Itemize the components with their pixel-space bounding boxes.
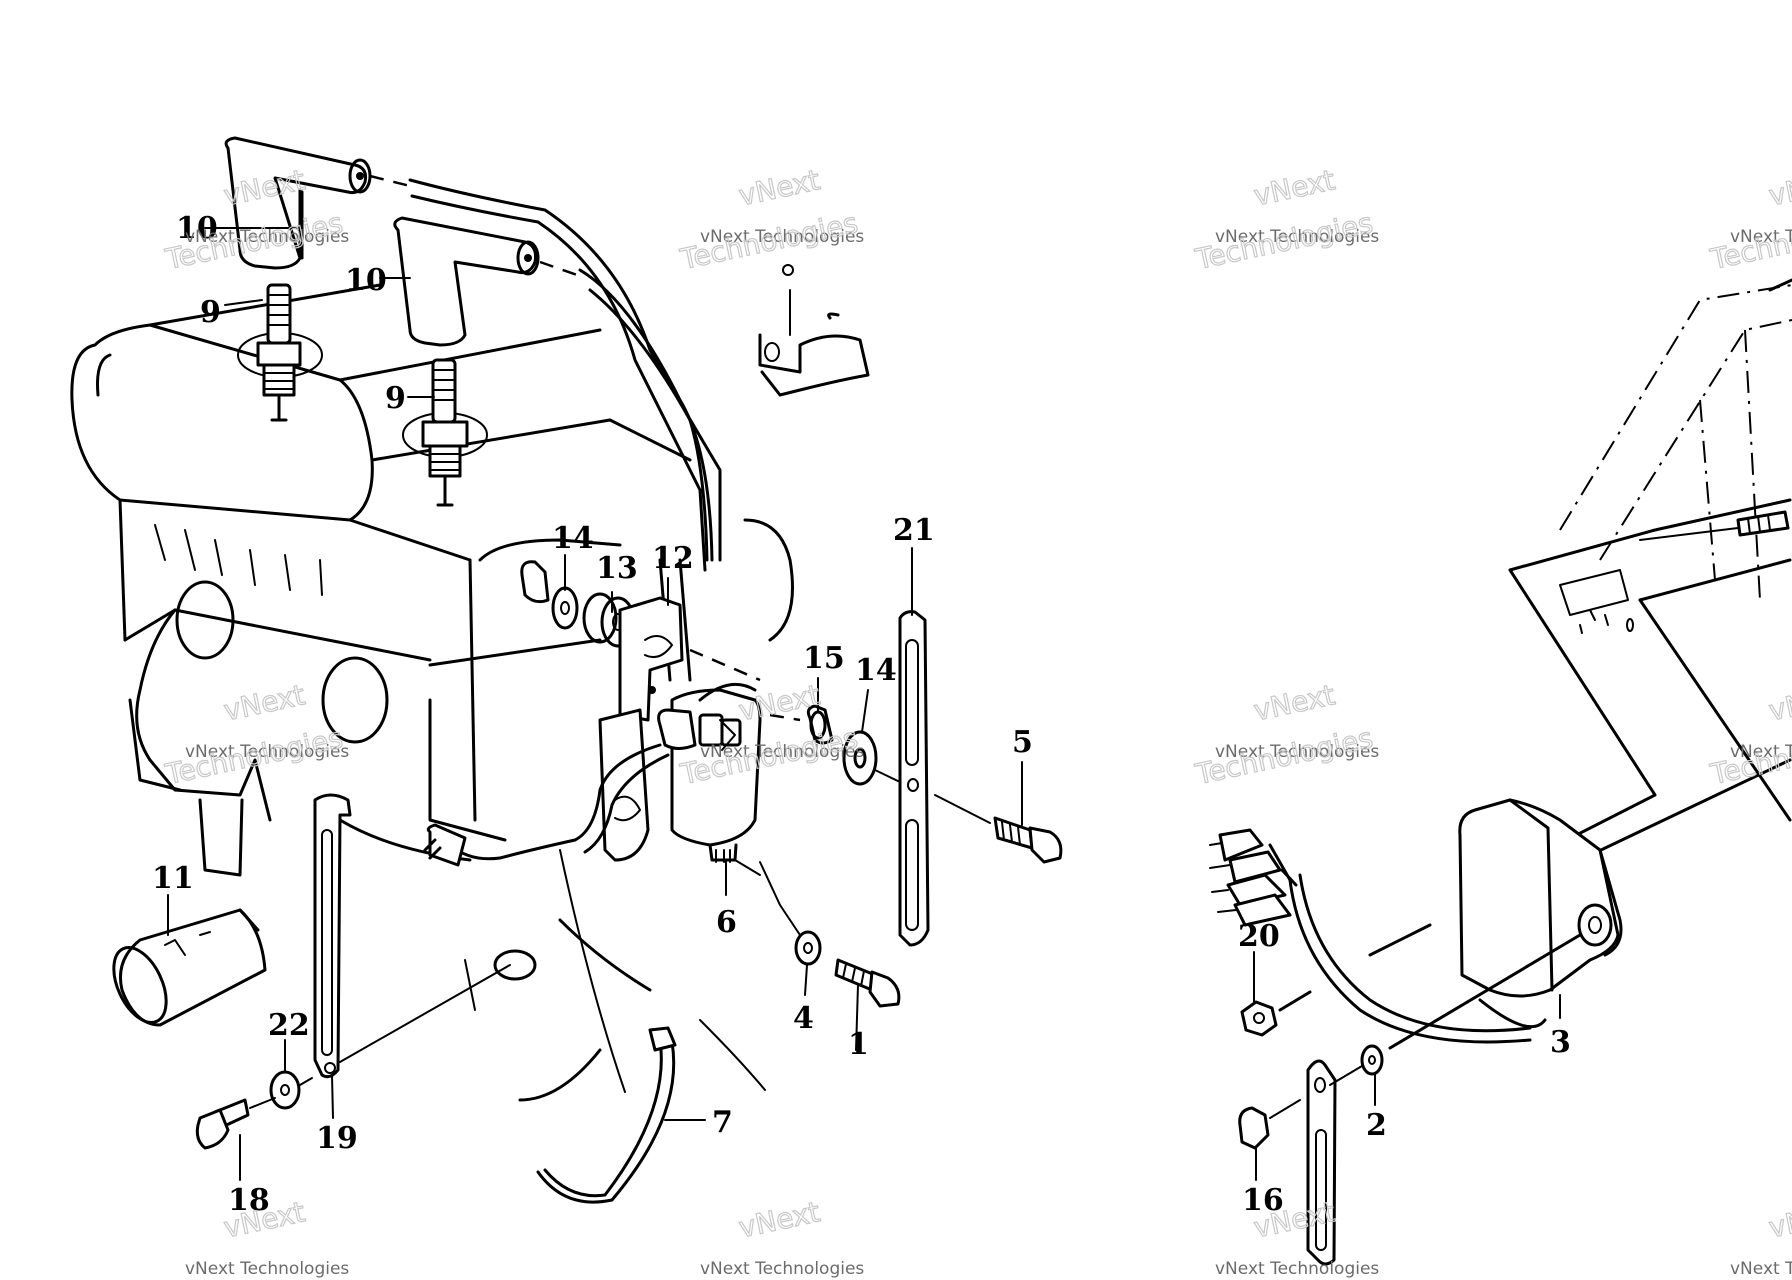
watermark-text: vNext Technologies <box>700 1259 864 1279</box>
ground-strap-16 <box>1306 1059 1337 1266</box>
watermark-text: vNext Technologies <box>185 1259 349 1279</box>
callout-9: 9 <box>385 381 406 416</box>
callout-13: 13 <box>596 551 638 586</box>
callout-16: 16 <box>1242 1183 1284 1218</box>
spark-plug-right <box>402 358 488 507</box>
watermark-text: vNext <box>1251 678 1338 727</box>
watermark-text: vNext <box>1766 678 1792 727</box>
grommet-14b <box>842 730 878 786</box>
wire-clip-upper <box>758 264 870 397</box>
coil-lead-connector <box>423 743 670 867</box>
callout-6: 6 <box>716 905 737 940</box>
callout-14: 14 <box>552 521 594 556</box>
spark-plug-left <box>237 283 323 422</box>
watermark-text: Technologies <box>1707 206 1792 276</box>
nut-20 <box>1240 1000 1278 1037</box>
watermark-text: vNext Technologies <box>1730 227 1792 247</box>
callout-12: 12 <box>652 541 694 576</box>
watermark-text: Technologies <box>162 721 346 791</box>
washer-4 <box>794 930 822 966</box>
watermark-text: vNext Technologies <box>1730 742 1792 762</box>
crankcase <box>128 580 766 1102</box>
part-callout-numbers: 10 10 9 9 14 13 12 21 15 14 5 6 4 1 7 11… <box>152 211 1571 1218</box>
callout-20: 20 <box>1238 919 1280 954</box>
bolt-1 <box>834 958 901 1008</box>
cylinder-head <box>70 283 794 822</box>
watermark-text: Technologies <box>1707 721 1792 791</box>
callout-4: 4 <box>793 1001 814 1036</box>
bolt-18 <box>195 1098 250 1150</box>
callout-3: 3 <box>1550 1025 1571 1060</box>
assembly-guide-lines-left <box>249 289 991 1109</box>
rubber-grommet-14 <box>520 560 579 630</box>
cdi-unit-3 <box>1458 798 1623 1029</box>
watermark-text: vNext Technologies <box>185 227 349 247</box>
callout-1: 1 <box>848 1027 869 1062</box>
watermark-text: vNext Technologies <box>1215 227 1379 247</box>
washer-2 <box>1360 1044 1384 1076</box>
callout-18: 18 <box>228 1183 270 1218</box>
high-tension-wires <box>369 174 722 682</box>
ground-strap-19 <box>313 793 352 1079</box>
watermark-text: vNext <box>1251 163 1338 212</box>
callout-9: 9 <box>200 295 221 330</box>
watermark-text: vNext Technologies <box>1215 742 1379 762</box>
watermark-text: vNext <box>1766 1195 1792 1244</box>
callout-22: 22 <box>268 1008 310 1043</box>
callout-10: 10 <box>345 263 387 298</box>
callout-5: 5 <box>1012 725 1033 760</box>
wire-harness-right <box>1209 828 1532 1044</box>
watermark-text: vNext Technologies <box>700 742 864 762</box>
mounting-plate-21 <box>898 610 930 947</box>
callout-19: 19 <box>316 1121 358 1156</box>
watermark-text: Technologies <box>677 206 861 276</box>
watermark-text: vNext <box>736 1195 823 1244</box>
watermark-text: vNext Technologies <box>700 227 864 247</box>
washer-22 <box>269 1070 301 1110</box>
watermark-text: vNext Technologies <box>1215 1259 1379 1279</box>
rubber-sleeve-11 <box>112 908 267 1027</box>
bolt-16 <box>1238 1106 1270 1150</box>
spark-plug-cap-right <box>393 216 540 347</box>
callout-2: 2 <box>1366 1108 1387 1143</box>
callout-7: 7 <box>712 1105 733 1140</box>
watermark-text: vNext <box>736 163 823 212</box>
callout-14: 14 <box>855 653 897 688</box>
watermark-text: vNext <box>1766 163 1792 212</box>
watermark-text: vNext <box>221 678 308 727</box>
watermark-text: vNext Technologies <box>185 742 349 762</box>
bolt-5 <box>993 816 1063 864</box>
clamp-band-7 <box>536 1026 677 1204</box>
leader-lines-right <box>1253 951 1561 1181</box>
callout-15: 15 <box>803 641 845 676</box>
frame-outline <box>1486 278 1792 882</box>
leader-lines-left <box>167 209 1023 1181</box>
callout-11: 11 <box>152 861 194 896</box>
watermark: vNext vNext Technologies Technologies vN… <box>161 163 1792 1279</box>
assembly-guide-lines-right <box>1269 923 1582 1119</box>
callout-21: 21 <box>893 513 935 548</box>
watermark-text: vNext Technologies <box>1730 1259 1792 1279</box>
watermark-text: Technologies <box>1192 206 1376 276</box>
callout-10: 10 <box>176 211 218 246</box>
watermark-text: Technologies <box>1192 721 1376 791</box>
